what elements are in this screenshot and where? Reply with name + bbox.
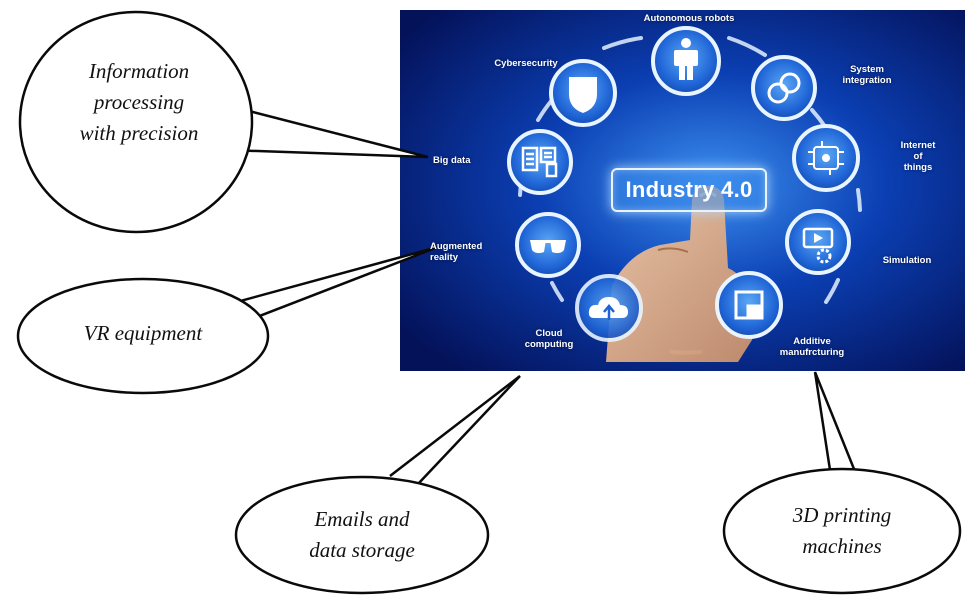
linked-rings-icon	[767, 72, 801, 104]
label-line: Internet	[900, 140, 936, 151]
label-augmented-reality: Augmented reality	[430, 241, 505, 263]
label-line: Simulation	[882, 255, 932, 266]
glasses-icon	[530, 240, 566, 254]
node-system-integration	[751, 55, 817, 121]
industry-4-center-label: Industry 4.0	[611, 168, 767, 212]
node-cybersecurity	[549, 59, 617, 127]
node-autonomous-robots	[651, 26, 721, 96]
shield-icon	[569, 77, 597, 113]
node-cloud-computing	[575, 274, 643, 342]
label-line: Augmented	[430, 241, 483, 252]
label-additive-manufacturing: Additive manufrcturing	[762, 336, 862, 358]
callout-bubble-vr-equipment	[16, 245, 439, 395]
node-simulation	[785, 209, 851, 275]
label-line: Big data	[433, 155, 471, 166]
label-simulation: Simulation	[872, 255, 942, 266]
callout-text-vr-equipment: VR equipment	[48, 318, 238, 349]
node-augmented-reality	[515, 212, 581, 278]
callout-bubble-information-processing	[18, 10, 429, 234]
callout-line: machines	[802, 534, 882, 558]
label-line: integration	[842, 75, 892, 86]
play-gear-icon	[802, 227, 834, 264]
label-line: things	[903, 162, 933, 173]
label-line: Additive	[793, 336, 831, 347]
callout-line: data storage	[309, 538, 415, 562]
callout-line: Emails and	[314, 507, 410, 531]
callout-text-information-processing: Information processing with precision	[44, 56, 234, 149]
callout-line: with precision	[79, 121, 199, 145]
node-big-data	[507, 129, 573, 195]
label-line: System	[850, 64, 884, 75]
label-cloud-computing: Cloud computing	[514, 328, 584, 350]
label-big-data: Big data	[433, 155, 493, 166]
cloud-upload-icon	[588, 297, 628, 320]
callout-line: processing	[93, 90, 185, 114]
data-sheets-icon	[521, 146, 558, 178]
cube-frame-icon	[734, 290, 764, 320]
label-system-integration: System integration	[832, 64, 902, 86]
label-line: Cybersecurity	[494, 58, 558, 69]
label-line: reality	[430, 252, 458, 263]
label-line: Cloud	[535, 328, 563, 339]
label-line: Autonomous robots	[643, 13, 735, 24]
label-autonomous-robots: Autonomous robots	[628, 13, 750, 24]
callout-line: VR equipment	[83, 321, 203, 345]
label-line: computing	[524, 339, 574, 350]
robot-icon	[674, 38, 698, 80]
callout-bubble-emails-storage	[234, 375, 521, 595]
circuit-icon	[808, 141, 844, 175]
label-line: manufrcturing	[779, 347, 845, 358]
node-additive-manufacturing	[715, 271, 783, 339]
callout-text-emails-storage: Emails and data storage	[267, 504, 457, 566]
callout-line: 3D printing	[792, 503, 892, 527]
callout-bubble-3d-printing	[722, 371, 962, 595]
callout-text-3d-printing: 3D printing machines	[752, 500, 932, 562]
label-cybersecurity: Cybersecurity	[486, 58, 566, 69]
label-internet-of-things: Internet of things	[893, 140, 943, 173]
node-internet-of-things	[792, 124, 860, 192]
callout-line: Information	[88, 59, 190, 83]
label-line: of	[913, 151, 923, 162]
